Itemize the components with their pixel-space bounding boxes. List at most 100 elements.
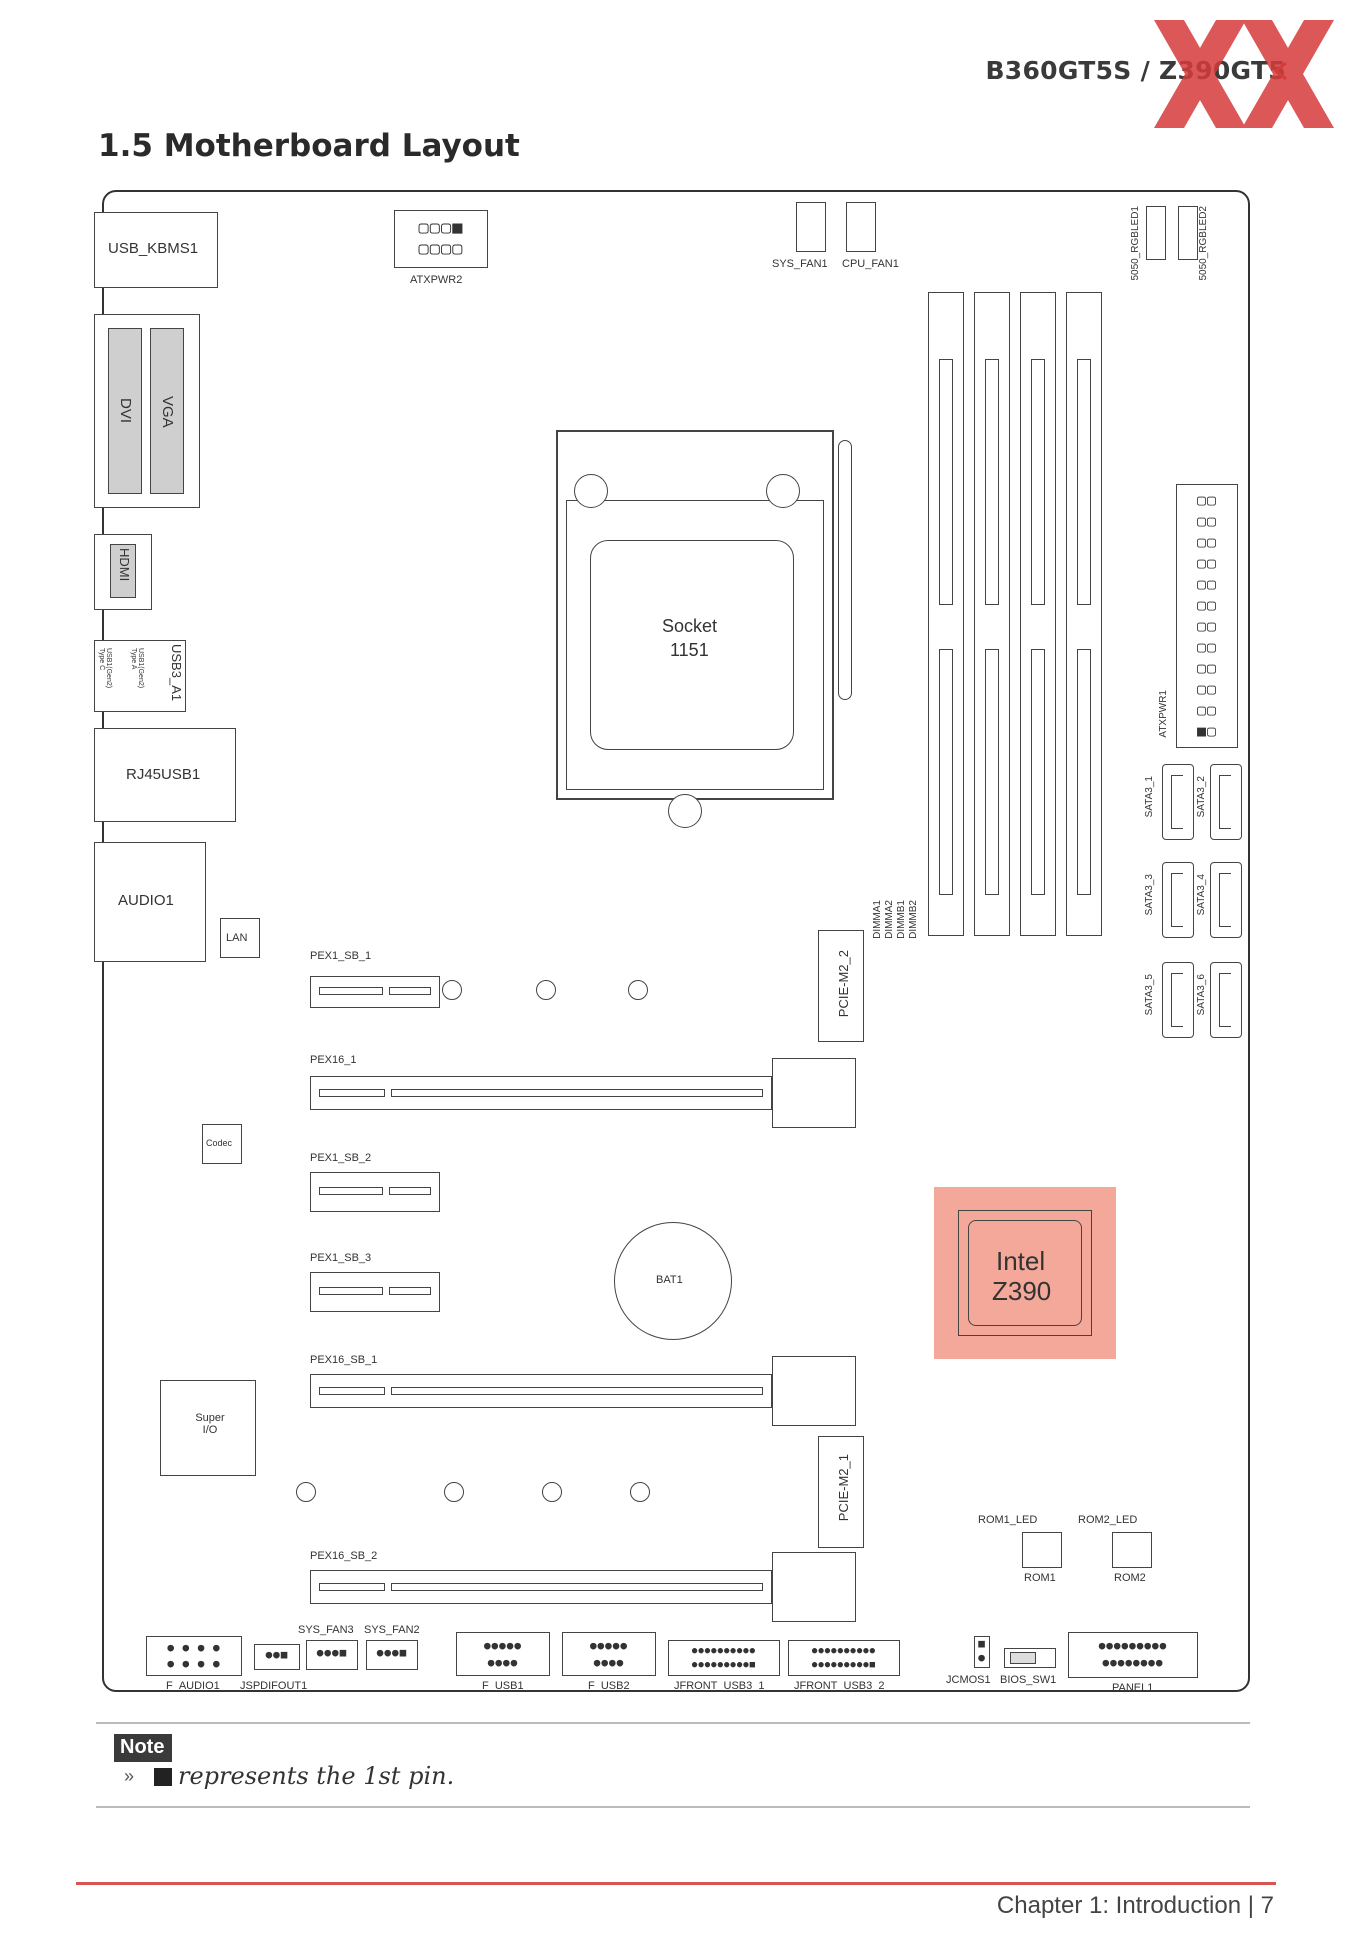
f-usb2-label: F_USB2 <box>588 1680 630 1692</box>
dimm-label-b2: DIMMB2 <box>908 900 919 939</box>
f-audio1-label: F_AUDIO1 <box>166 1680 220 1692</box>
panel1-header: ●●●●●●●●●●●●●●●●● <box>1068 1632 1198 1678</box>
codec-label: Codec <box>206 1138 233 1148</box>
sata3-3-port <box>1162 862 1194 938</box>
super-io-label: Super I/O <box>195 1412 225 1436</box>
first-pin-square-icon <box>154 1768 172 1786</box>
page-title: 1.5 Motherboard Layout <box>98 128 520 164</box>
pex16-1-slot <box>310 1076 772 1110</box>
page-footer: Chapter 1: Introduction | 7 <box>996 1892 1274 1919</box>
rj45-usb-connector <box>94 728 236 822</box>
dimm-slot-a1 <box>928 292 964 936</box>
jcmos1-header: ■● <box>974 1636 990 1668</box>
mount-hole-1 <box>442 980 462 1000</box>
chipset-outline <box>958 1210 1092 1336</box>
chipset-label-line2: Z390 <box>992 1276 1052 1306</box>
pex1-sb-2-label: PEX1_SB_2 <box>310 1152 372 1164</box>
dimm-slot-a2 <box>974 292 1010 936</box>
footer-rule <box>76 1882 1276 1885</box>
dimm-label-a2: DIMMA2 <box>884 900 895 939</box>
sys-fan3-header: ●●●■ <box>306 1640 358 1670</box>
model-name-header: B360GT5S / Z390GT5 <box>985 56 1286 85</box>
usb-kbms-connector <box>94 212 218 288</box>
rj45-label: RJ45USB1 <box>126 766 201 783</box>
audio-label: AUDIO1 <box>118 892 174 909</box>
sys-fan1-label: SYS_FAN1 <box>772 258 828 270</box>
sata3-5-label: SATA3_5 <box>1144 974 1155 1016</box>
f-usb1-label: F_USB1 <box>482 1680 524 1692</box>
pex16-1-latch <box>772 1058 856 1128</box>
note-bottom-rule <box>96 1806 1250 1808</box>
socket-label-line2: 1151 <box>670 640 709 660</box>
pex1-sb-1-label: PEX1_SB_1 <box>310 950 372 962</box>
note-badge: Note <box>114 1734 173 1762</box>
chipset-label-line1: Intel <box>996 1246 1046 1276</box>
sata3-5-port <box>1162 962 1194 1038</box>
sys-fan2-label: SYS_FAN2 <box>364 1624 420 1636</box>
bios-switch-knob <box>1010 1652 1036 1664</box>
rom2-led-label: ROM2_LED <box>1078 1514 1138 1526</box>
sata3-1-port <box>1162 764 1194 840</box>
dimm-label-a1: DIMMA1 <box>872 900 883 939</box>
dimm-slot-b1 <box>1020 292 1056 936</box>
sata3-6-port <box>1210 962 1242 1038</box>
rgbled1-header <box>1146 206 1166 260</box>
pex1-sb-1-slot <box>310 976 440 1008</box>
cmos-battery <box>614 1222 732 1340</box>
rom1-label: ROM1 <box>1024 1572 1056 1584</box>
rgbled2-label: 5050_RGBLED2 <box>1198 206 1209 281</box>
mount-hole-6 <box>542 1482 562 1502</box>
cpu-socket-lga <box>590 540 794 750</box>
usb3-sub-label-1: USB1(Gen2) Type C <box>98 648 112 689</box>
hdmi-port <box>110 544 136 598</box>
note-text: represents the 1st pin. <box>178 1762 455 1790</box>
sys-fan1-header <box>796 202 826 252</box>
cpu-fan1-header <box>846 202 876 252</box>
pcie-m2-2-label: PCIE-M2_2 <box>836 950 851 1018</box>
dimm-slot-b2 <box>1066 292 1102 936</box>
socket-screw-left <box>574 474 608 508</box>
bios-sw1-label: BIOS_SW1 <box>1000 1674 1057 1686</box>
usb-kbms-label: USB_KBMS1 <box>108 240 199 257</box>
battery-label: BAT1 <box>656 1274 683 1286</box>
pcie-m2-1-label: PCIE-M2_1 <box>836 1454 851 1522</box>
pcie-m2-2-connector <box>818 930 864 1042</box>
dvi-label: DVI <box>117 398 134 424</box>
pex1-sb-3-label: PEX1_SB_3 <box>310 1252 372 1264</box>
jfront-usb3-2-label: JFRONT_USB3_2 <box>794 1680 885 1692</box>
atxpwr1-pins: ▢▢▢▢▢▢▢▢▢▢▢▢▢▢▢▢▢▢▢▢▢▢■▢ <box>1184 490 1230 742</box>
lan-chip <box>220 918 260 958</box>
pex1-sb-3-slot <box>310 1272 440 1312</box>
vga-port <box>150 328 184 494</box>
jfront-usb3-1-label: JFRONT_USB3_1 <box>674 1680 765 1692</box>
mount-hole-2 <box>536 980 556 1000</box>
socket-screw-bottom <box>668 794 702 828</box>
chipset-highlight <box>934 1187 1116 1359</box>
panel1-label: PANEL1 <box>1112 1682 1154 1694</box>
usb3-sub-label-2: USB1(Gen2) Type A <box>130 648 144 689</box>
atxpwr2-label: ATXPWR2 <box>410 274 463 286</box>
vga-label: VGA <box>159 396 176 428</box>
lan-label: LAN <box>226 932 248 944</box>
rom2-label: ROM2 <box>1114 1572 1146 1584</box>
rgbled2-header <box>1178 206 1198 260</box>
pex16-sb-1-slot <box>310 1374 772 1408</box>
note-bullet: » <box>124 1766 135 1786</box>
codec-chip <box>202 1124 242 1164</box>
jcmos1-label: JCMOS1 <box>946 1674 991 1686</box>
hdmi-label: HDMI <box>117 548 132 582</box>
sata3-4-label: SATA3_4 <box>1196 874 1207 916</box>
socket-lever <box>838 440 852 700</box>
jfront-usb3-2-header: ●●●●●●●●●●●●●●●●●●●■ <box>788 1640 900 1676</box>
header-chevron-icon <box>1273 61 1287 81</box>
atxpwr1-label: ATXPWR1 <box>1158 690 1169 738</box>
audio-connector <box>94 842 206 962</box>
rgbled1-label: 5050_RGBLED1 <box>1130 206 1141 281</box>
socket-screw-right <box>766 474 800 508</box>
pex16-sb-2-latch <box>772 1552 856 1622</box>
sys-fan2-header: ●●●■ <box>366 1640 418 1670</box>
mount-hole-3 <box>628 980 648 1000</box>
atxpwr2-pins: ▢▢▢■▢▢▢▢ <box>400 218 482 260</box>
f-usb1-header: ●●●●●●●●● <box>456 1632 550 1676</box>
dvi-port <box>108 328 142 494</box>
